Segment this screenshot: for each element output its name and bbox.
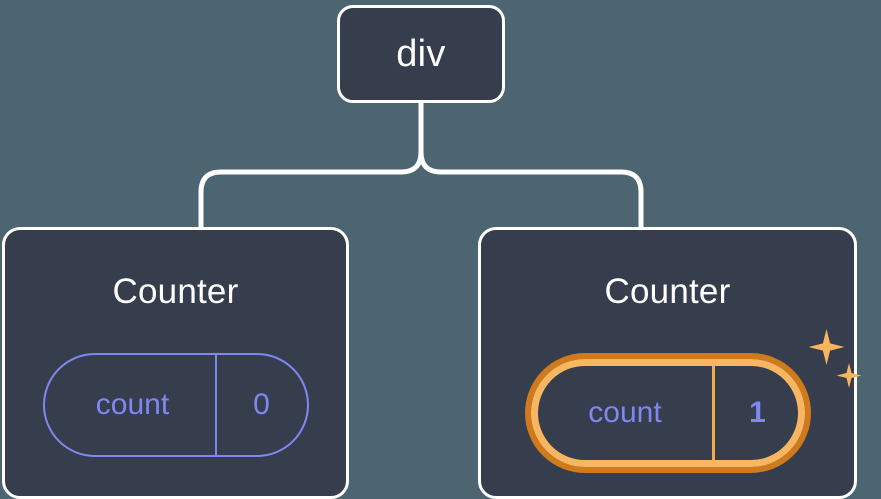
state-pill-wrap-right: count 1: [524, 329, 862, 473]
node-counter-right-label: Counter: [604, 272, 731, 311]
state-pill-right[interactable]: count 1: [524, 353, 811, 473]
state-value-right: 1: [749, 396, 766, 429]
node-counter-right[interactable]: Counter count 1: [478, 227, 862, 499]
node-div-label: div: [396, 33, 446, 75]
state-value-left: 0: [253, 388, 270, 421]
node-div[interactable]: div: [337, 5, 505, 103]
state-key-right: count: [531, 359, 715, 467]
state-key-left: count: [45, 355, 217, 455]
sparkle-large-icon: [808, 329, 845, 365]
state-pill-wrap-left: count 0: [42, 353, 309, 457]
node-counter-left[interactable]: Counter count 0: [2, 227, 349, 499]
node-counter-left-label: Counter: [112, 272, 239, 311]
state-pill-left[interactable]: count 0: [42, 353, 309, 457]
